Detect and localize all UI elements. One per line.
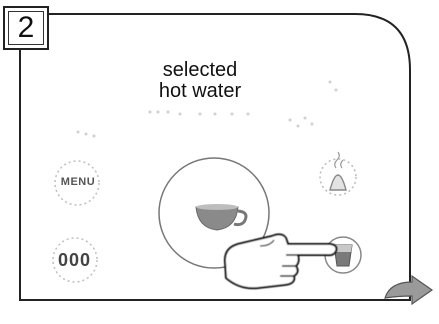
display-message: selected hot water — [110, 60, 290, 102]
menu-button-label: MENU — [56, 176, 100, 188]
step-number-box: 2 — [3, 6, 49, 50]
display-line-1: selected — [110, 60, 290, 81]
aroma-button-label: 000 — [58, 250, 91, 271]
step-number: 2 — [5, 12, 47, 44]
display-line-2: hot water — [110, 81, 290, 102]
